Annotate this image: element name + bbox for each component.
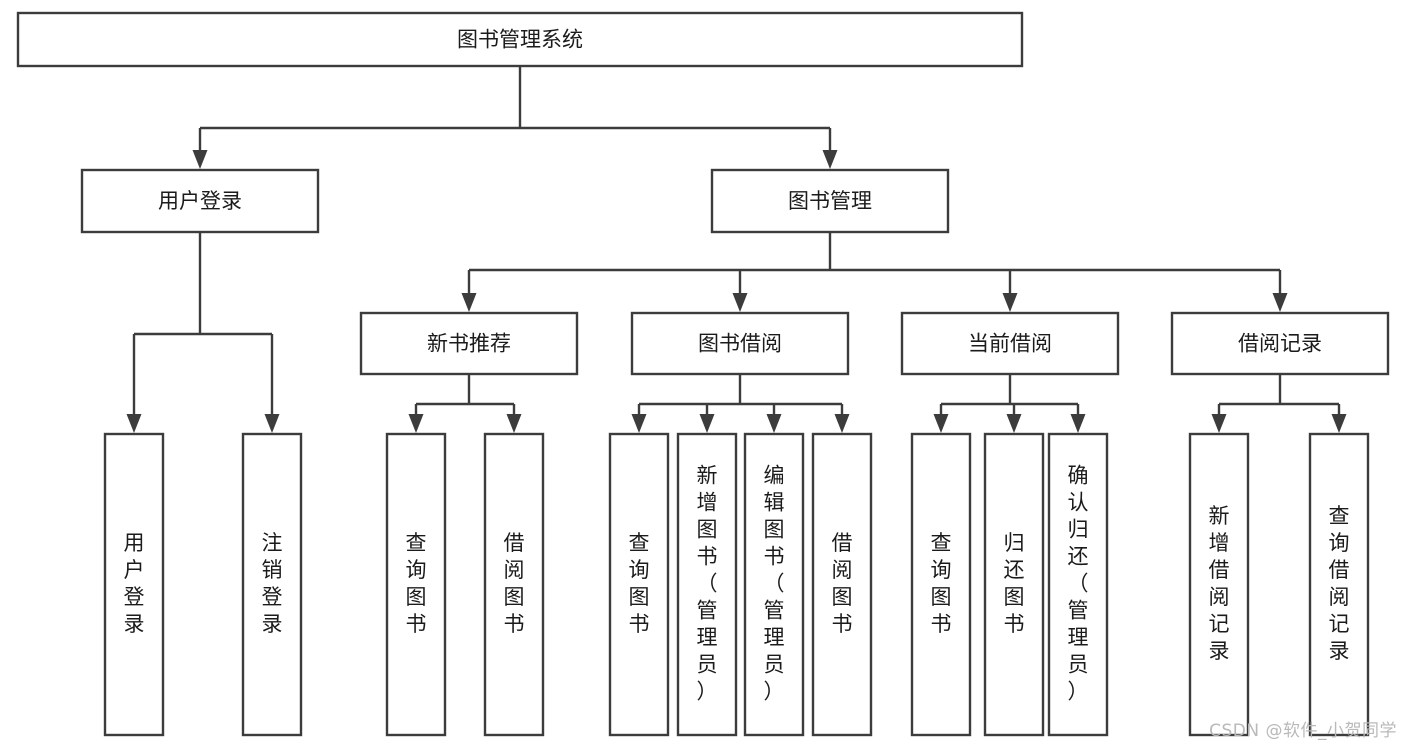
node-box-leaf-borrow-book-rec[interactable] (483, 432, 545, 737)
node-borrow-record[interactable]: 借阅记录 (1170, 311, 1390, 376)
node-label-leaf-user-login: 用户登录 (124, 531, 145, 636)
node-box-leaf-add-record[interactable] (1188, 432, 1250, 737)
node-label-leaf-confirm-return: 确认归还（管理员） (1068, 464, 1089, 704)
node-box-book-manage[interactable] (710, 168, 950, 234)
node-box-leaf-query-book-cb[interactable] (910, 432, 972, 737)
node-box-new-book-rec[interactable] (359, 311, 579, 376)
node-box-current-borrow[interactable] (900, 311, 1120, 376)
node-leaf-query-book-bb[interactable]: 查询图书 (608, 432, 670, 737)
node-label-leaf-borrow-book-bb: 借阅图书 (832, 531, 853, 636)
edge-arrowhead (1002, 293, 1018, 312)
node-leaf-query-book-rec[interactable]: 查询图书 (385, 432, 447, 737)
node-label-new-book-rec: 新书推荐 (427, 332, 511, 356)
node-box-user-login[interactable] (80, 168, 320, 234)
node-box-leaf-logout[interactable] (241, 432, 303, 737)
edge-arrowhead (834, 414, 850, 433)
node-box-root[interactable] (16, 11, 1024, 68)
node-leaf-query-book-cb[interactable]: 查询图书 (910, 432, 972, 737)
nodes-layer: 图书管理系统用户登录图书管理新书推荐图书借阅当前借阅借阅记录用户登录注销登录查询… (16, 11, 1390, 737)
edge-arrowhead (822, 150, 838, 169)
node-leaf-add-record[interactable]: 新增借阅记录 (1188, 432, 1250, 737)
node-leaf-logout[interactable]: 注销登录 (241, 432, 303, 737)
node-label-book-manage: 图书管理 (788, 189, 872, 213)
node-label-book-borrow: 图书借阅 (698, 332, 782, 356)
node-label-leaf-return-book: 归还图书 (1004, 531, 1025, 636)
edge-arrowhead (699, 414, 715, 433)
edge-arrowhead (766, 414, 782, 433)
edge-arrowhead (1070, 414, 1086, 433)
node-box-leaf-edit-book[interactable] (743, 432, 805, 737)
node-leaf-confirm-return[interactable]: 确认归还（管理员） (1047, 432, 1109, 737)
node-box-leaf-borrow-book-bb[interactable] (811, 432, 873, 737)
edge-group-borrow-record (1211, 374, 1347, 433)
node-box-leaf-query-book-rec[interactable] (385, 432, 447, 737)
edges-layer (126, 66, 1347, 433)
node-label-user-login: 用户登录 (158, 189, 242, 213)
edge-group-new-book-rec (408, 374, 522, 433)
node-leaf-edit-book[interactable]: 编辑图书（管理员） (743, 432, 805, 737)
edge-arrowhead (264, 414, 280, 433)
node-box-leaf-query-book-bb[interactable] (608, 432, 670, 737)
edge-group-book-borrow (631, 374, 850, 433)
node-label-leaf-query-book-cb: 查询图书 (931, 531, 952, 636)
node-leaf-user-login[interactable]: 用户登录 (103, 432, 165, 737)
node-label-leaf-query-record: 查询借阅记录 (1329, 504, 1350, 663)
node-label-leaf-edit-book: 编辑图书（管理员） (764, 464, 785, 704)
node-label-current-borrow: 当前借阅 (968, 332, 1052, 356)
edge-group-root (192, 66, 838, 169)
edge-arrowhead (631, 414, 647, 433)
node-label-leaf-query-book-bb: 查询图书 (629, 531, 650, 636)
node-label-borrow-record: 借阅记录 (1238, 332, 1322, 356)
node-current-borrow[interactable]: 当前借阅 (900, 311, 1120, 376)
node-leaf-borrow-book-bb[interactable]: 借阅图书 (811, 432, 873, 737)
edge-arrowhead (933, 414, 949, 433)
node-box-borrow-record[interactable] (1170, 311, 1390, 376)
node-book-borrow[interactable]: 图书借阅 (630, 311, 850, 376)
node-box-leaf-user-login[interactable] (103, 432, 165, 737)
edge-arrowhead (126, 414, 142, 433)
edge-arrowhead (1272, 293, 1288, 312)
node-root[interactable]: 图书管理系统 (16, 11, 1024, 68)
edge-arrowhead (461, 293, 477, 312)
edge-group-current-borrow (933, 374, 1086, 433)
edge-group-user-login (126, 232, 280, 433)
node-label-leaf-logout: 注销登录 (262, 531, 283, 636)
node-new-book-rec[interactable]: 新书推荐 (359, 311, 579, 376)
node-label-leaf-add-book: 新增图书（管理员） (697, 464, 718, 704)
node-leaf-borrow-book-rec[interactable]: 借阅图书 (483, 432, 545, 737)
node-box-leaf-query-record[interactable] (1308, 432, 1370, 737)
edge-group-book-manage (461, 232, 1288, 312)
edge-arrowhead (732, 293, 748, 312)
node-label-root: 图书管理系统 (457, 28, 583, 52)
node-user-login[interactable]: 用户登录 (80, 168, 320, 234)
node-label-leaf-borrow-book-rec: 借阅图书 (504, 531, 525, 636)
node-box-book-borrow[interactable] (630, 311, 850, 376)
node-leaf-return-book[interactable]: 归还图书 (983, 432, 1045, 737)
edge-arrowhead (506, 414, 522, 433)
edge-arrowhead (1211, 414, 1227, 433)
node-box-leaf-return-book[interactable] (983, 432, 1045, 737)
node-book-manage[interactable]: 图书管理 (710, 168, 950, 234)
node-leaf-query-record[interactable]: 查询借阅记录 (1308, 432, 1370, 737)
edge-arrowhead (192, 150, 208, 169)
node-label-leaf-query-book-rec: 查询图书 (406, 531, 427, 636)
node-leaf-add-book[interactable]: 新增图书（管理员） (676, 432, 738, 737)
edge-arrowhead (1006, 414, 1022, 433)
edge-arrowhead (408, 414, 424, 433)
node-box-leaf-add-book[interactable] (676, 432, 738, 737)
node-box-leaf-confirm-return[interactable] (1047, 432, 1109, 737)
node-label-leaf-add-record: 新增借阅记录 (1209, 504, 1230, 663)
edge-arrowhead (1331, 414, 1347, 433)
